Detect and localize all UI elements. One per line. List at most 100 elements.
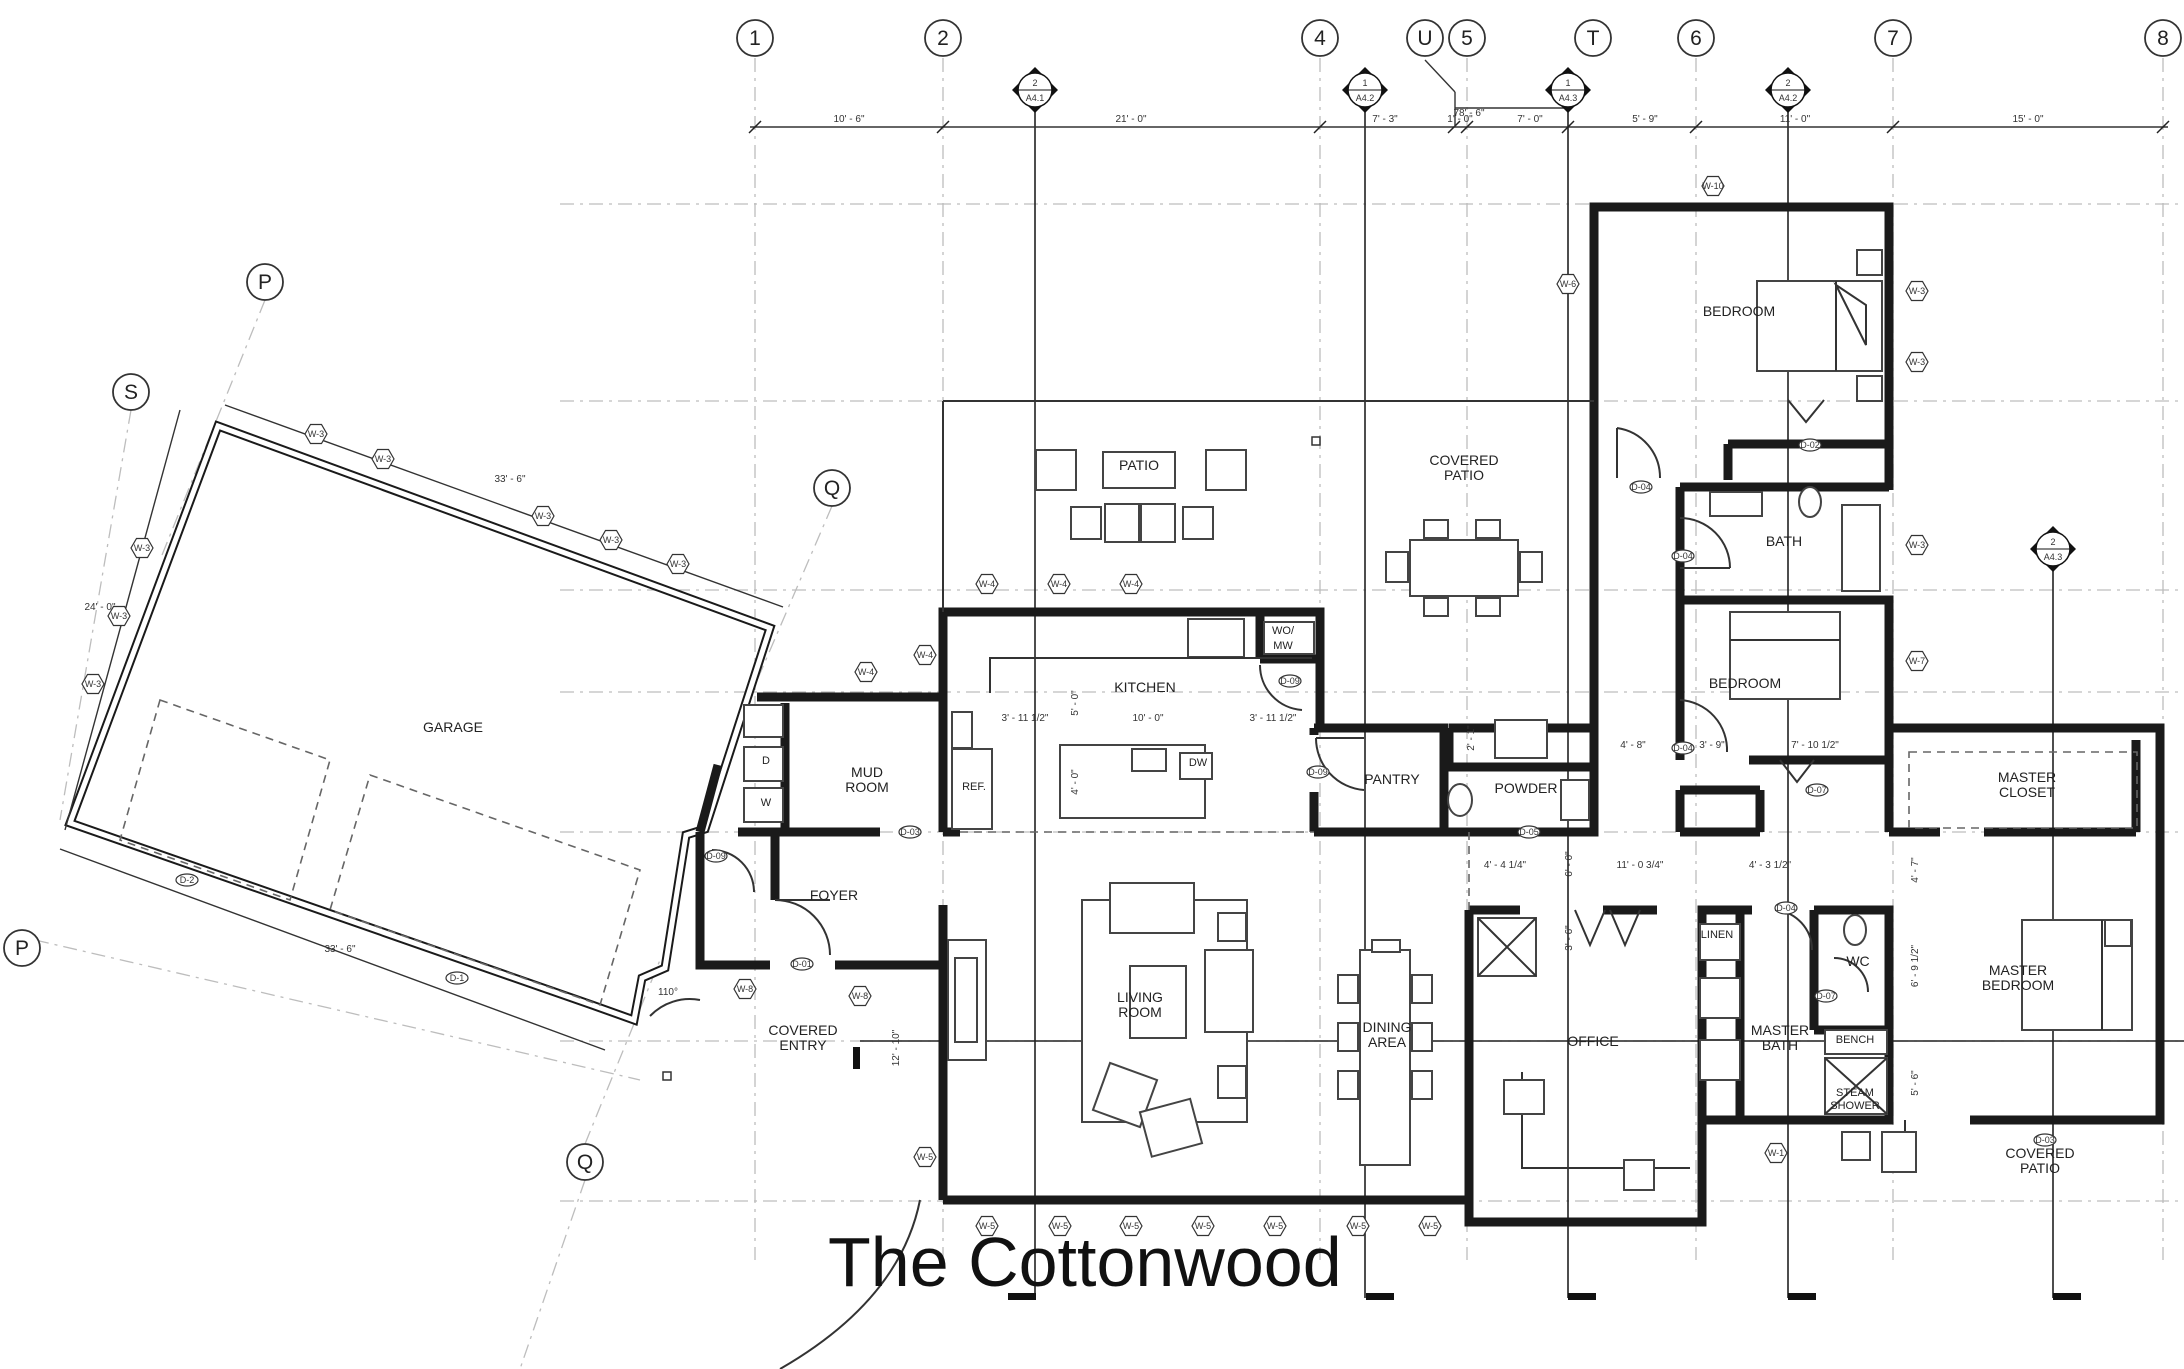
dimension-label: 2' - 1" (1466, 725, 1477, 751)
grid-bubble-label: 6 (1690, 27, 1702, 50)
wall-tag-label: W-3 (670, 559, 686, 569)
room-label-line: BEDROOM (1709, 675, 1781, 691)
entry-mark (854, 1048, 860, 1066)
garage (59, 404, 784, 1051)
wall-tag: W-10 (1701, 175, 1725, 197)
fixture-label: WO/ (1272, 625, 1295, 637)
section-number: 2 (2050, 537, 2055, 547)
dimension-label: 5' - 9" (1632, 114, 1658, 125)
room-foyer: FOYER (810, 887, 858, 903)
wall-tag: W-3 (531, 505, 555, 527)
grid-bubble-label: P (15, 937, 29, 960)
room-label-line: OFFICE (1567, 1033, 1618, 1049)
door-tag: D-05 (1517, 825, 1541, 839)
door-tag: D-07 (1805, 783, 1829, 797)
wall-tag: W-8 (733, 978, 757, 1000)
dimension-label: 3' - 9" (1699, 740, 1725, 751)
wall-tag: W-4 (913, 644, 937, 666)
fixture-label: STEAM (1836, 1087, 1874, 1099)
wall-tag: W-4 (1119, 573, 1143, 595)
fixture-label: D (762, 755, 770, 767)
room-label-line: GARAGE (423, 719, 483, 735)
wall-tag-label: W-5 (1195, 1221, 1211, 1231)
room-label-line: PANTRY (1364, 771, 1420, 787)
door-tag-label: D-09 (706, 851, 726, 861)
door-tag: D-03 (2033, 1133, 2057, 1147)
overall-dimension: 78' - 6" (1453, 108, 1484, 119)
door-tag: D-04 (1629, 480, 1653, 494)
wall-tag-label: W-3 (375, 454, 391, 464)
door-tag-label: D-01 (792, 959, 812, 969)
section-marker: 2A4.3 (2030, 526, 2076, 572)
door-tag: D-01 (790, 957, 814, 971)
wall-tag: W-3 (599, 529, 623, 551)
marker-square (662, 1071, 672, 1081)
wall-tag: W-3 (666, 553, 690, 575)
door-tag: D-02 (1798, 438, 1822, 452)
room-kitchen: KITCHEN (1114, 679, 1175, 695)
section-marker: 2A4.2 (1765, 67, 1811, 113)
plan-title: The Cottonwood (828, 1223, 1342, 1301)
dimension-label: 7' - 0" (1517, 114, 1543, 125)
wall-tag-label: W-4 (1051, 579, 1067, 589)
wall-tag-label: W-4 (1123, 579, 1139, 589)
wall-tag: W-5 (1418, 1215, 1442, 1237)
door-tag: D-07 (1814, 989, 1838, 1003)
wall-tag-label: W-3 (308, 429, 324, 439)
wall-tag-label: W-4 (979, 579, 995, 589)
dimension-label: 4' - 4 1/4" (1484, 860, 1527, 871)
dimension-label: 33' - 6" (324, 944, 355, 955)
room-label-line: COVERED (768, 1022, 837, 1038)
wall-tag: W-3 (130, 537, 154, 559)
door-tag-label: D-03 (900, 827, 920, 837)
room-label-line: KITCHEN (1114, 679, 1175, 695)
dimension-label: 7' - 3" (1372, 114, 1398, 125)
room-label-line: MASTER (1751, 1022, 1809, 1038)
dimension-label: 7' - 10 1/2" (1791, 740, 1839, 751)
dimension-label: 110° (658, 987, 678, 998)
section-number: 2 (1032, 78, 1037, 88)
section-number: 1 (1565, 78, 1570, 88)
wall-tag-label: W-5 (1267, 1221, 1283, 1231)
wall-tag: W-3 (107, 605, 131, 627)
grid-bubble: Q (566, 1143, 604, 1181)
grid-bubble-label: 4 (1314, 27, 1326, 50)
wall-tag: W-4 (975, 573, 999, 595)
door-tag-label: D-02 (1800, 440, 1820, 450)
door-tag-label: D-07 (1807, 785, 1827, 795)
wall-tag-label: W-8 (852, 991, 868, 1001)
grid-bubble: 5 (1448, 19, 1486, 57)
dimension-label: 4' - 0" (1070, 769, 1081, 795)
wall-tag-label: W-5 (979, 1221, 995, 1231)
wall-tag: W-1 (1764, 1142, 1788, 1164)
wall-tag-label: W-3 (1909, 540, 1925, 550)
wall-tag-label: W-5 (1422, 1221, 1438, 1231)
dimension-label: 10' - 0" (1132, 713, 1163, 724)
section-sheet: A4.1 (1026, 93, 1045, 103)
room-patio: PATIO (1119, 457, 1159, 473)
wall-tag-label: W-1 (1768, 1148, 1784, 1158)
room-label-line: LIVING (1117, 989, 1163, 1005)
dimension-label: 1' - 0" (1447, 114, 1473, 125)
wall-tag: W-4 (1047, 573, 1071, 595)
grid-bubble-label: Q (824, 477, 840, 500)
wall-tag: W-3 (1905, 351, 1929, 373)
grid-bubble-label: 2 (937, 27, 949, 50)
dimension-label: 5' - 0" (1070, 690, 1081, 716)
room-label-line: DINING (1363, 1019, 1412, 1035)
door-tag: D-04 (1774, 901, 1798, 915)
grid-bubble: 8 (2144, 19, 2182, 57)
grid-bubble-label: Q (577, 1151, 593, 1174)
grid-bubble: 1 (736, 19, 774, 57)
wall-tag: W-7 (1905, 650, 1929, 672)
wall-tag: W-5 (1346, 1215, 1370, 1237)
dimension-string (748, 59, 2170, 134)
grid-bubble: 7 (1874, 19, 1912, 57)
grid-bubble: 6 (1677, 19, 1715, 57)
dimension-label: 3' - 11 1/2" (1250, 713, 1297, 724)
room-label-line: ROOM (845, 779, 889, 795)
door-tag-label: D-04 (1673, 743, 1693, 753)
wall-tag: W-3 (1905, 280, 1929, 302)
